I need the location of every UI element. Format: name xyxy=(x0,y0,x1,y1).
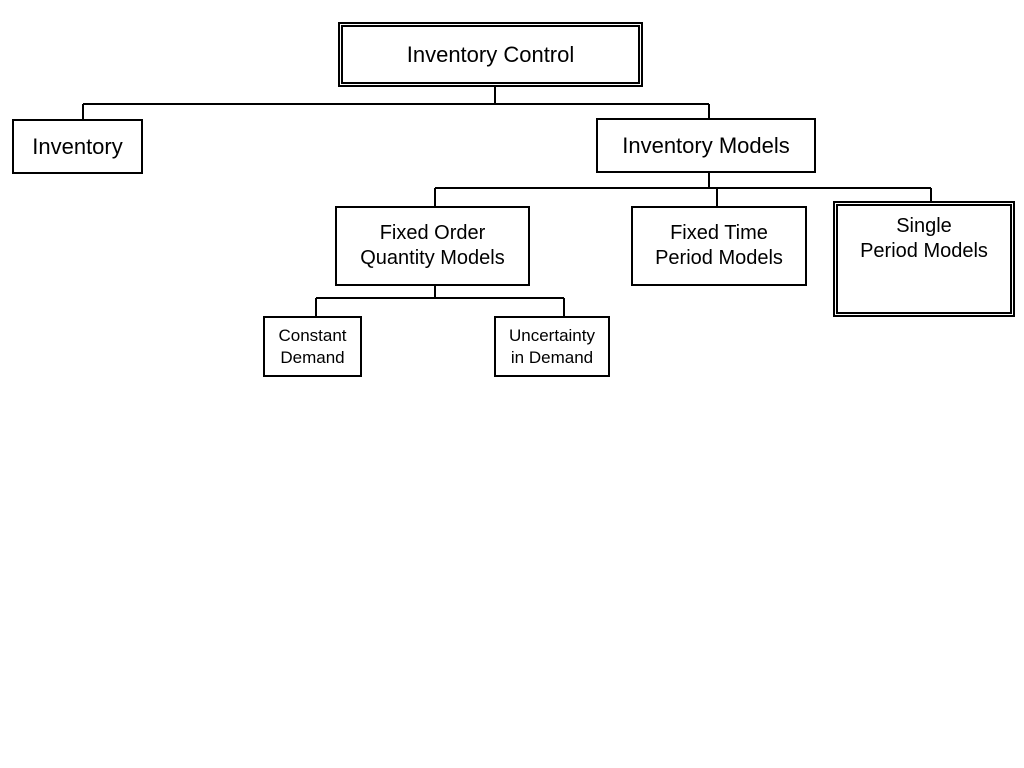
fixed-time-period-line-1: Fixed Time xyxy=(670,222,768,244)
inventory-models-label: Inventory Models xyxy=(622,132,790,158)
fixed-time-period-line-2: Period Models xyxy=(655,247,783,269)
uncertainty-in-demand-line-2: in Demand xyxy=(510,347,594,367)
single-period-line-1: Single xyxy=(896,215,952,237)
fixed-order-quantity-line-2: Quantity Models xyxy=(360,247,505,269)
fixed-order-quantity-models-box: Fixed Order Quantity Models xyxy=(335,206,530,286)
single-period-models-box: Single Period Models xyxy=(833,201,1015,317)
uncertainty-in-demand-box: Uncertainty in Demand xyxy=(494,316,610,377)
inventory-control-label: Inventory Control xyxy=(406,41,575,67)
inventory-box: Inventory xyxy=(12,119,143,174)
inventory-control-box: Inventory Control xyxy=(338,22,643,87)
fixed-order-quantity-line-1: Fixed Order xyxy=(379,222,486,244)
single-period-line-2: Period Models xyxy=(860,240,988,262)
constant-demand-box: Constant Demand xyxy=(263,316,362,377)
inventory-label: Inventory xyxy=(32,133,123,159)
inventory-models-box: Inventory Models xyxy=(596,118,816,173)
fixed-time-period-models-box: Fixed Time Period Models xyxy=(631,206,807,286)
uncertainty-in-demand-line-1: Uncertainty xyxy=(509,326,595,346)
constant-demand-line-1: Constant xyxy=(278,326,347,346)
constant-demand-line-2: Demand xyxy=(280,347,345,367)
